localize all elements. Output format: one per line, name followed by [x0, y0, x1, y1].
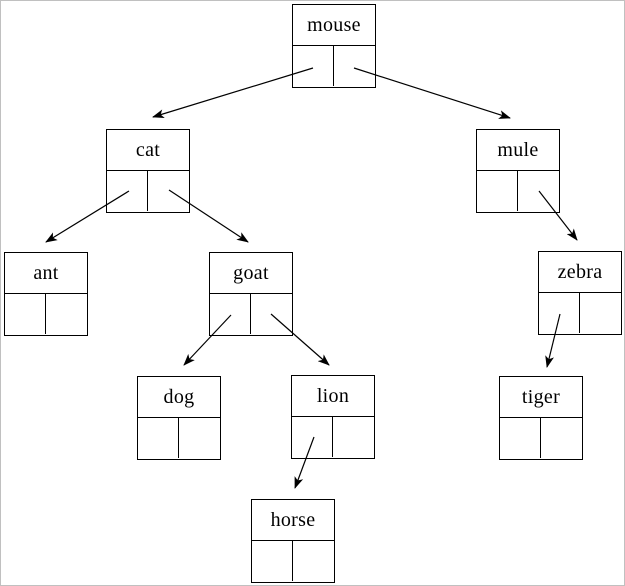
node-label: lion — [292, 376, 374, 417]
edge-mouse-left-cat — [152, 67, 314, 119]
node-label: zebra — [539, 252, 621, 293]
node-label: dog — [138, 377, 220, 418]
pointer-cells — [5, 294, 87, 334]
right-pointer-cell — [293, 541, 334, 581]
left-pointer-cell — [292, 417, 333, 457]
node-label: goat — [210, 253, 292, 294]
right-pointer-cell — [580, 293, 621, 333]
tree-node-mouse: mouse — [292, 4, 376, 88]
node-label: ant — [5, 253, 87, 294]
left-pointer-cell — [5, 294, 46, 334]
tree-node-dog: dog — [137, 376, 221, 460]
left-pointer-cell — [210, 294, 251, 334]
pointer-cells — [293, 46, 375, 86]
left-pointer-cell — [500, 418, 541, 458]
right-pointer-cell — [541, 418, 582, 458]
tree-node-horse: horse — [251, 499, 335, 583]
pointer-cells — [477, 171, 559, 211]
pointer-cells — [252, 541, 334, 581]
right-pointer-cell — [251, 294, 292, 334]
pointer-cells — [292, 417, 374, 457]
tree-node-cat: cat — [106, 129, 190, 213]
right-pointer-cell — [46, 294, 87, 334]
node-label: mule — [477, 130, 559, 171]
pointer-cells — [500, 418, 582, 458]
left-pointer-cell — [252, 541, 293, 581]
right-pointer-cell — [333, 417, 374, 457]
tree-node-mule: mule — [476, 129, 560, 213]
left-pointer-cell — [293, 46, 334, 86]
pointer-cells — [138, 418, 220, 458]
right-pointer-cell — [148, 171, 189, 211]
pointer-cells — [210, 294, 292, 334]
node-label: horse — [252, 500, 334, 541]
node-label: mouse — [293, 5, 375, 46]
right-pointer-cell — [179, 418, 220, 458]
left-pointer-cell — [138, 418, 179, 458]
pointer-cells — [539, 293, 621, 333]
pointer-cells — [107, 171, 189, 211]
node-label: cat — [107, 130, 189, 171]
tree-node-lion: lion — [291, 375, 375, 459]
tree-node-tiger: tiger — [499, 376, 583, 460]
left-pointer-cell — [539, 293, 580, 333]
tree-node-goat: goat — [209, 252, 293, 336]
tree-node-ant: ant — [4, 252, 88, 336]
right-pointer-cell — [518, 171, 559, 211]
tree-node-zebra: zebra — [538, 251, 622, 335]
right-pointer-cell — [334, 46, 375, 86]
left-pointer-cell — [477, 171, 518, 211]
left-pointer-cell — [107, 171, 148, 211]
node-label: tiger — [500, 377, 582, 418]
edge-mouse-right-mule — [353, 67, 511, 119]
